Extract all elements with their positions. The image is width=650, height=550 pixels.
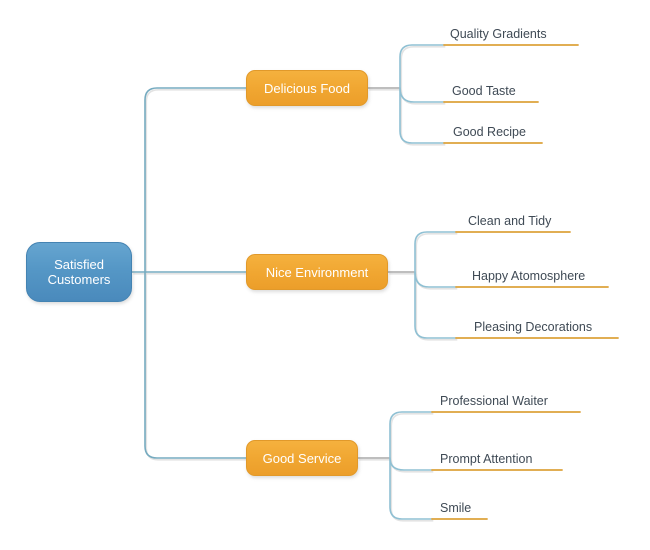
leaf-mid-nice-environment <box>414 271 457 288</box>
leaf-clean-and-tidy[interactable]: Clean and Tidy <box>468 214 552 228</box>
leaf-underlines <box>431 44 619 520</box>
root-node-satisfied-customers[interactable]: Satisfied Customers <box>26 242 132 302</box>
leaf-trunk-nice-environment <box>414 231 457 339</box>
leaf-pleasing-decorations[interactable]: Pleasing Decorations <box>474 320 593 334</box>
leaf-prompt-attention[interactable]: Prompt Attention <box>440 452 533 466</box>
leaf-mid-good-service <box>389 457 433 471</box>
leaf-professional-waiter[interactable]: Professional Waiter <box>440 394 548 408</box>
leaf-trunk-delicious-food <box>399 44 445 144</box>
leaf-mid-delicious-food <box>399 87 445 103</box>
branch-node-nice-environment[interactable]: Nice Environment <box>246 254 388 290</box>
root-branch-connectors <box>131 87 247 459</box>
branch-node-delicious-food[interactable]: Delicious Food <box>246 70 368 106</box>
branch-node-good-service[interactable]: Good Service <box>246 440 358 476</box>
leaf-connectors <box>389 44 457 520</box>
leaf-trunk-good-service <box>389 411 433 520</box>
leaf-good-recipe[interactable]: Good Recipe <box>453 125 526 139</box>
leaf-smile[interactable]: Smile <box>440 501 472 515</box>
leaf-happy-atomosphere[interactable]: Happy Atomosphere <box>472 269 586 283</box>
leaf-good-taste[interactable]: Good Taste <box>452 84 516 98</box>
connector-root-trunk <box>144 87 247 459</box>
branch-stub-connectors <box>357 87 416 459</box>
leaf-quality-gradients[interactable]: Quality Gradients <box>450 27 547 41</box>
